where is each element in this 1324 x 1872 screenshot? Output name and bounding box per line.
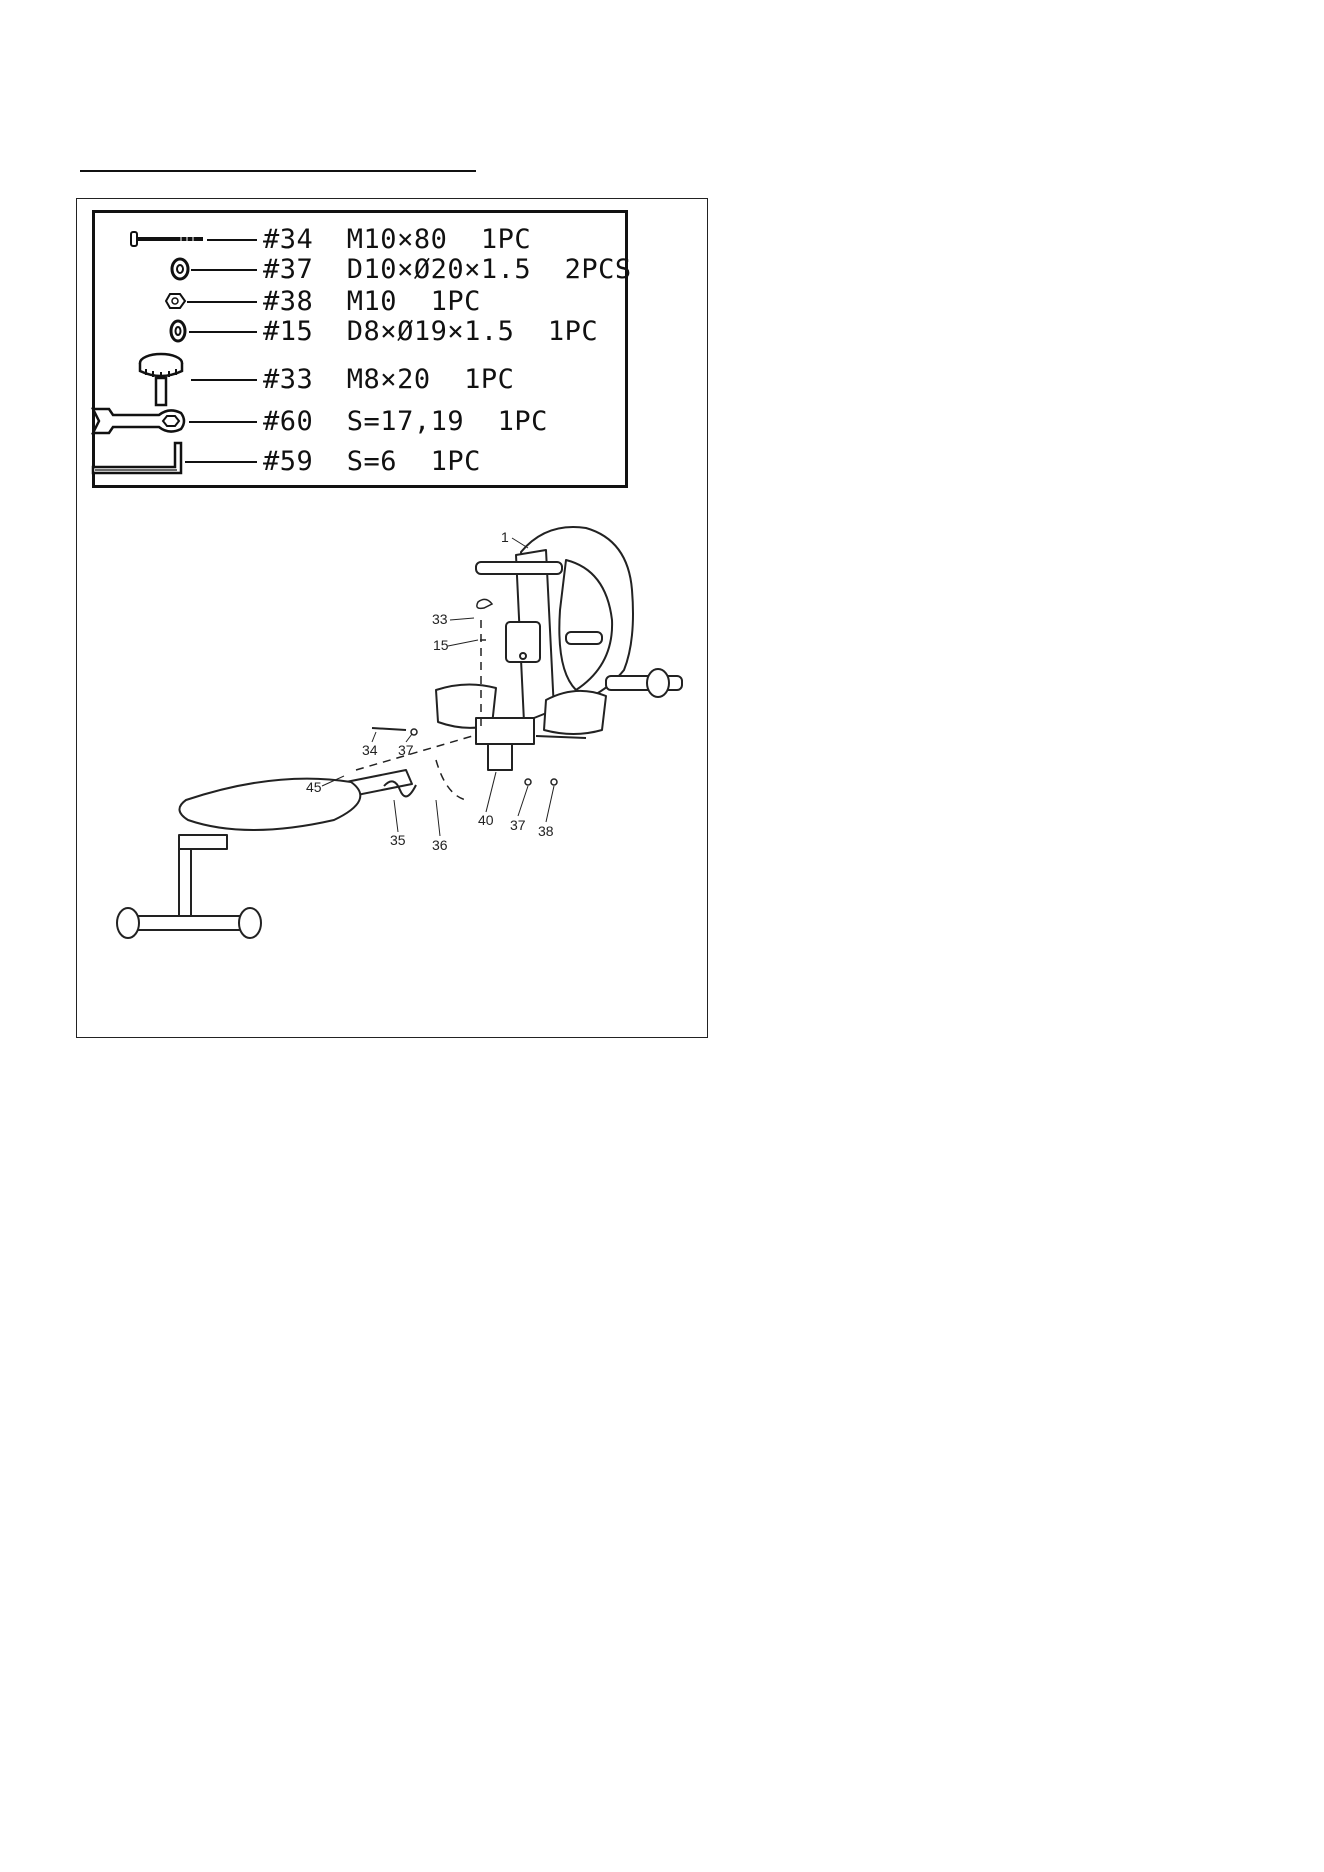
leader-line (191, 379, 257, 381)
leader-line (189, 331, 257, 333)
callout-36: 36 (432, 837, 448, 853)
part-row-15: #15 D8×Ø19×1.5 1PC (95, 315, 625, 351)
front-leg-left (179, 840, 191, 920)
handle-bar (476, 562, 562, 574)
callout-37: 37 (398, 742, 414, 758)
callout-15: 15 (433, 637, 449, 653)
part-label: #60 S=17,19 1PC (263, 407, 548, 437)
washer-icon (167, 318, 189, 344)
knob-icon (131, 349, 191, 407)
rear-end-cap (647, 669, 669, 697)
leader-line (191, 269, 257, 271)
callout-40: 40 (478, 812, 494, 828)
part-label: #59 S=6 1PC (263, 447, 481, 477)
heading-underline (80, 170, 476, 172)
leader-line (207, 239, 257, 241)
callout-45: 45 (306, 779, 322, 795)
right-footrest (544, 691, 606, 734)
washer-icon (169, 256, 191, 282)
part-row-59: #59 S=6 1PC (95, 445, 625, 481)
rowing-machine-assembly-diagram: 1 33 15 34 37 45 35 36 40 37 38 (76, 500, 708, 1036)
hardware-parts-list: #34 M10×80 1PC #37 D10×Ø20×1.5 2PCS #38 … (92, 210, 628, 488)
front-end-cap-left (117, 908, 139, 938)
part-label: #37 D10×Ø20×1.5 2PCS (263, 255, 632, 285)
allen-key-icon (91, 441, 191, 477)
rear-stabilizer (606, 676, 682, 690)
callout-37b: 37 (510, 817, 526, 833)
callout-38: 38 (538, 823, 554, 839)
front-crossbar (179, 835, 227, 849)
bolt-icon (129, 229, 209, 251)
part-row-33: #33 M8×20 1PC (95, 349, 625, 405)
callout-35: 35 (390, 832, 406, 848)
front-stabilizer (120, 916, 256, 930)
part-label: #34 M10×80 1PC (263, 225, 531, 255)
front-end-cap-right (239, 908, 261, 938)
part-40-bracket (488, 744, 512, 770)
part-label: #15 D8×Ø19×1.5 1PC (263, 317, 598, 347)
leader-line (185, 461, 257, 463)
leader-line (189, 421, 257, 423)
bolt-34 (372, 728, 406, 730)
part-row-60: #60 S=17,19 1PC (95, 405, 625, 441)
part-label: #33 M8×20 1PC (263, 365, 514, 395)
nut-icon (165, 291, 187, 311)
seat (179, 779, 360, 830)
callout-33: 33 (432, 611, 448, 627)
side-handle (566, 632, 602, 644)
part-row-37: #37 D10×Ø20×1.5 2PCS (95, 253, 625, 289)
callout-34: 34 (362, 742, 378, 758)
callout-1: 1 (501, 529, 509, 545)
joint-block (476, 718, 534, 744)
leader-line (187, 301, 257, 303)
wrench-icon (89, 405, 189, 437)
part-label: #38 M10 1PC (263, 287, 481, 317)
